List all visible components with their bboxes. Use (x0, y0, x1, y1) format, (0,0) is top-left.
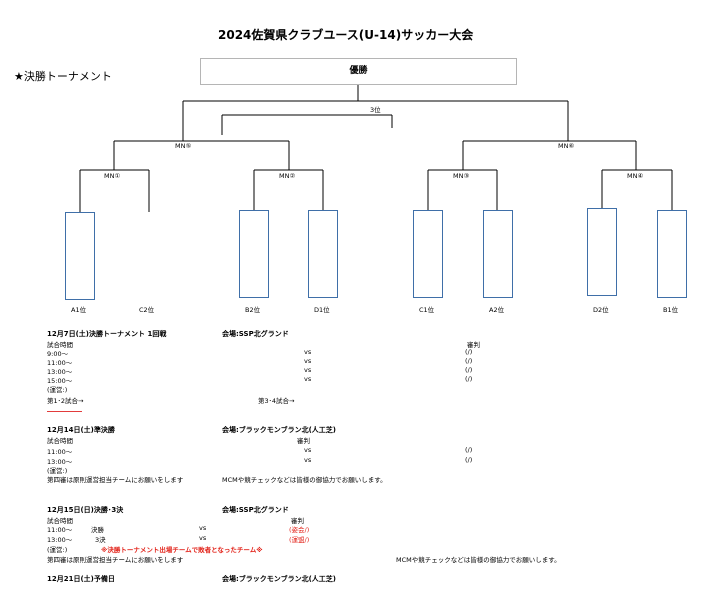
mn2-label: MN② (279, 172, 296, 180)
team-slot-b2 (239, 210, 269, 298)
team-label-b2: B2位 (245, 306, 261, 314)
day1-note-right: 第3･4試合→ (258, 397, 295, 405)
team-label-d1: D1位 (314, 306, 330, 314)
team-label-a1: A1位 (71, 306, 87, 314)
day1-date: 12月7日(土)決勝トーナメント 1回戦 (47, 330, 167, 338)
day3-date: 12月15日(日)決勝･3決 (47, 506, 124, 514)
day1-time-2: 11:00～ (47, 359, 73, 367)
mn4-label: MN④ (627, 172, 644, 180)
day2-note-left: 第四審は原則運営担当チームにお願いをします (47, 476, 184, 484)
day1-vs-3: vs (304, 366, 312, 374)
day2-note-right: MCMや競チェックなどは皆様の御協力でお願いします。 (222, 476, 387, 484)
day2-time-2: 13:00～ (47, 458, 73, 466)
page-title: 2024佐賀県クラブユース(U-14)サッカー大会 (218, 28, 474, 42)
team-label-c1: C1位 (419, 306, 435, 314)
day2-vs-2: vs (304, 456, 312, 464)
day3-vs-1: vs (199, 524, 207, 532)
day2-time-header: 試合時間 (47, 437, 73, 445)
champion-box: 優勝 (200, 58, 517, 85)
day2-manage: (運営:) (47, 467, 68, 475)
day2-vs-1: vs (304, 446, 312, 454)
day1-ref-4: (/) (465, 375, 473, 383)
day1-ref-2: (/) (465, 357, 473, 365)
day3-time-header: 試合時間 (47, 517, 73, 525)
third-place-label: 3位 (370, 106, 381, 114)
day4-date: 12月21日(土)予備日 (47, 575, 115, 583)
day1-time-1: 9:00～ (47, 350, 69, 358)
day3-match-2: 3決 (95, 536, 106, 544)
day2-referee-header: 審判 (297, 437, 310, 445)
team-slot-d2 (587, 208, 617, 296)
team-slot-a2 (483, 210, 513, 298)
mn3-label: MN③ (453, 172, 470, 180)
red-divider (47, 411, 82, 412)
day3-time-1: 11:00～ (47, 526, 73, 534)
day1-ref-1: (/) (465, 348, 473, 356)
team-slot-b1 (657, 210, 687, 298)
day2-ref-2: (/) (465, 456, 473, 464)
day1-time-3: 13:00～ (47, 368, 73, 376)
day3-vs-2: vs (199, 534, 207, 542)
day1-time-header: 試合時間 (47, 341, 73, 349)
team-label-d2: D2位 (593, 306, 609, 314)
mn5-label: MN⑤ (175, 142, 192, 150)
day2-ref-1: (/) (465, 446, 473, 454)
day1-vs-1: vs (304, 348, 312, 356)
day1-referee-header: 審判 (467, 341, 480, 349)
day1-vs-4: vs (304, 375, 312, 383)
day2-time-1: 11:00～ (47, 448, 73, 456)
mn6-label: MN⑥ (558, 142, 575, 150)
day4-venue: 会場:ブラックモンブラン北(人工芝) (222, 575, 336, 583)
day1-manage: (運営:) (47, 386, 68, 394)
day3-venue: 会場:SSP北グランド (222, 506, 289, 514)
team-slot-d1 (308, 210, 338, 298)
day3-ref-1: (姿会/) (289, 526, 310, 534)
day1-ref-3: (/) (465, 366, 473, 374)
day3-time-2: 13:00～ (47, 536, 73, 544)
day1-time-4: 15:00～ (47, 377, 73, 385)
day3-note-left: 第四審は原則運営担当チームにお願いをします (47, 556, 184, 564)
team-slot-c1 (413, 210, 443, 298)
day3-red-note: ※決勝トーナメント出場チームで敗者となったチーム※ (101, 546, 263, 554)
day3-ref-2: (運盟/) (289, 536, 310, 544)
day3-referee-header: 審判 (291, 517, 304, 525)
mn1-label: MN① (104, 172, 121, 180)
bracket-lines (79, 85, 673, 212)
day1-vs-2: vs (304, 357, 312, 365)
section-label: ★決勝トーナメント (14, 70, 112, 83)
day1-note-left: 第1･2試合→ (47, 397, 84, 405)
team-slot-a1 (65, 212, 95, 300)
day3-match-1: 決勝 (91, 526, 104, 534)
day2-date: 12月14日(土)準決勝 (47, 426, 115, 434)
team-label-c2: C2位 (139, 306, 155, 314)
day2-venue: 会場:ブラックモンブラン北(人工芝) (222, 426, 336, 434)
day3-manage: (運営:) (47, 546, 68, 554)
day1-venue: 会場:SSP北グランド (222, 330, 289, 338)
team-label-a2: A2位 (489, 306, 505, 314)
team-label-b1: B1位 (663, 306, 679, 314)
day3-note-right: MCMや競チェックなどは皆様の御協力でお願いします。 (396, 556, 561, 564)
